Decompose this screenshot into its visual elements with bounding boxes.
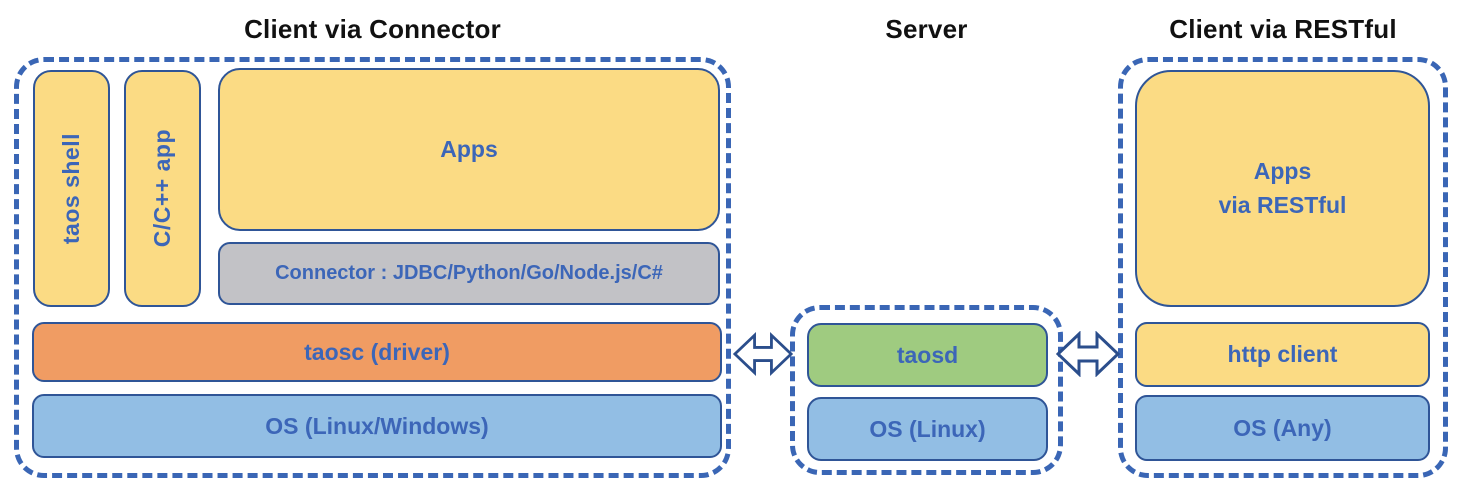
connector-box: Connector : JDBC/Python/Go/Node.js/C# [218,242,720,305]
client-restful-group: Apps via RESTful http client OS (Any) [1118,57,1448,478]
taos-shell-label: taos shell [58,132,84,245]
taos-shell-box: taos shell [33,70,110,307]
cpp-app-label: C/C++ app [149,129,175,248]
apps-label: Apps [440,136,498,162]
apps-via-restful-box: Apps via RESTful [1135,70,1430,307]
section-title-client-restful: Client via RESTful [1169,14,1397,44]
os-linux-windows-label: OS (Linux/Windows) [265,412,489,439]
cpp-app-box: C/C++ app [124,70,201,307]
os-linux-windows-box: OS (Linux/Windows) [32,394,722,458]
server-group: taosd OS (Linux) [790,305,1063,475]
os-any-label: OS (Any) [1233,414,1332,441]
taosc-driver-box: taosc (driver) [32,322,722,382]
section-title-server: Server [885,14,968,44]
os-any-box: OS (Any) [1135,395,1430,461]
client-connector-group: taos shell C/C++ app Apps Connector : JD… [14,57,731,478]
os-linux-label: OS (Linux) [869,415,986,442]
taosd-label: taosd [896,341,959,368]
taosc-driver-label: taosc (driver) [304,338,450,365]
apps-box: Apps [218,68,720,231]
apps-via-restful-label: Apps via RESTful [1218,158,1347,218]
http-client-label: http client [1227,341,1338,367]
os-linux-box: OS (Linux) [807,397,1048,461]
http-client-box: http client [1135,322,1430,387]
connector-label: Connector : JDBC/Python/Go/Node.js/C# [275,262,663,284]
bidirectional-arrow-icon [733,331,793,377]
taosd-box: taosd [807,323,1048,387]
bidirectional-arrow-icon [1056,331,1120,377]
section-title-client-connector: Client via Connector [244,14,501,44]
